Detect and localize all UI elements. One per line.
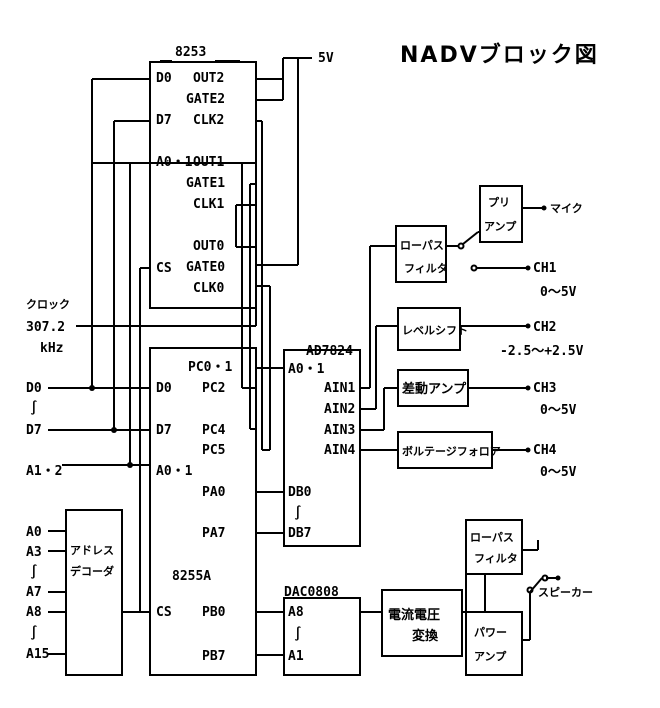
ppi-pin-pc5: PC5 [202,443,225,458]
ch4-label: CH4 [533,443,557,458]
ppi-pin-pc2: PC2 [202,381,225,396]
addr-range-glyph-1: ∫ [30,564,38,580]
timer-pin-cs: CS [156,261,172,276]
ppi-pin-a01: A0・1 [156,464,193,479]
power-amp-label-1: パワー [474,626,507,639]
lpf-output-block [465,519,523,575]
lpf-output-label-1: ローパス [470,531,514,544]
clock-freq: 307.2 [26,320,65,335]
diagram-title: NADVブロック図 [400,42,599,68]
level-shift-label: レベルシフト [402,324,468,337]
addr-a0: A0 [26,525,42,540]
chip-dac0808 [283,597,361,676]
ppi-pin-pa0: PA0 [202,485,226,500]
preamp-block [479,185,523,243]
addr-a8: A8 [26,605,42,620]
adc-pin-a01: A0・1 [288,362,325,377]
timer-pin-clk1: CLK1 [193,197,224,212]
adc-pin-ain1: AIN1 [324,381,355,396]
ch2-label: CH2 [533,320,556,335]
timer-pin-out0: OUT0 [193,239,224,254]
addr-a15: A15 [26,647,49,662]
address-decoder [65,509,123,676]
bus-d0-label: D0 [26,381,42,396]
timer-pin-d7: D7 [156,113,172,128]
ppi-pin-pc4: PC4 [202,423,226,438]
iv-converter-label-1: 電流電圧 [388,607,440,623]
preamp-label-1: プリ [488,195,510,209]
ppi-pin-d7: D7 [156,423,172,438]
level-shift-block [397,307,461,351]
power-amp-block [465,611,523,676]
preamp-label-2: アンプ [484,219,517,233]
clock-unit: kHz [40,341,63,356]
ppi-pin-pb0: PB0 [202,605,226,620]
ch4-range: 0〜5V [540,465,577,480]
lpf-output-label-2: フィルタ [474,552,518,565]
mic-label: マイク [550,202,583,215]
ch3-range: 0〜5V [540,403,577,418]
bus-d7-label: D7 [26,423,42,438]
adc-pin-db0: DB0 [288,485,312,500]
power-5v-label: 5V [318,51,334,66]
chip-ad7824 [283,349,361,547]
timer-pin-gate2: GATE2 [186,92,225,107]
adc-pin-db7: DB7 [288,526,311,541]
ch2-range: -2.5〜+2.5V [500,344,584,359]
chip-8253-label: 8253 [175,45,206,60]
ppi-pin-d0: D0 [156,381,172,396]
lpf-input-label-2: フィルタ [404,262,448,275]
ch1-label: CH1 [533,261,557,276]
decoder-label-2: デコーダ [70,564,114,578]
timer-pin-gate0: GATE0 [186,260,225,275]
timer-pin-gate1: GATE1 [186,176,225,191]
ppi-pin-cs: CS [156,605,172,620]
chip-dac0808-label: DAC0808 [284,585,339,600]
adc-pin-ain4: AIN4 [324,443,355,458]
timer-pin-clk2: CLK2 [193,113,224,128]
clock-label: クロック [26,298,70,311]
ppi-pin-pc01: PC0・1 [188,360,232,375]
chip-ad7824-label: AD7824 [306,344,353,359]
dac-range-glyph: ∫ [294,626,302,642]
ppi-pin-pa7: PA7 [202,526,225,541]
addr-range-glyph-2: ∫ [30,625,38,641]
adc-pin-ain2: AIN2 [324,402,355,417]
lpf-input-block [395,225,447,283]
iv-converter-block [381,589,463,657]
timer-pin-out2: OUT2 [193,71,224,86]
timer-pin-d0: D0 [156,71,172,86]
lpf-input-label-1: ローパス [400,239,444,252]
adc-pin-ain3: AIN3 [324,423,355,438]
iv-converter-label-2: 変換 [412,628,439,644]
addr-a3: A3 [26,545,42,560]
power-amp-label-2: アンプ [474,649,507,663]
chip-8255a [149,347,257,676]
adc-range-glyph: ∫ [294,505,302,521]
voltage-follower-label: ボルテージフォロア [402,444,501,458]
bus-a12-label: A1・2 [26,464,62,479]
ch1-range: 0〜5V [540,285,577,300]
ppi-pin-pb7: PB7 [202,649,225,664]
power-5v-wires [256,57,312,266]
timer-pin-clk0: CLK0 [193,281,224,296]
bus-range-glyph: ∫ [30,400,38,416]
ch3-label: CH3 [533,381,556,396]
addr-a7: A7 [26,585,42,600]
decoder-label-1: アドレス [70,544,114,557]
diff-amp-label: 差動アンプ [402,381,467,397]
chip-8255a-label: 8255A [172,569,211,584]
dac-pin-a1: A1 [288,649,304,664]
speaker-label: スピーカー [538,586,593,599]
dac-pin-a8: A8 [288,605,304,620]
